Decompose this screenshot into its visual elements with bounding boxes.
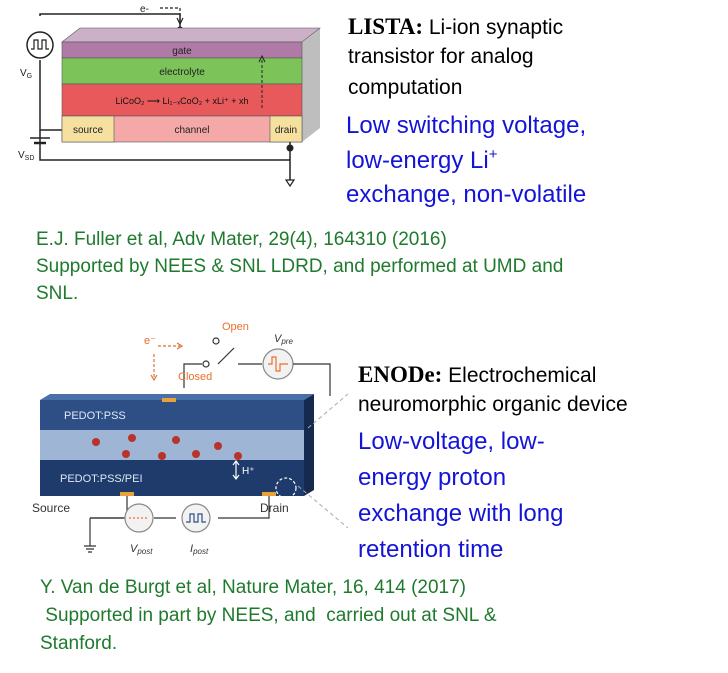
pedot-bottom-label: PEDOT:PSS/PEI bbox=[60, 473, 143, 485]
open-label: Open bbox=[222, 321, 249, 333]
drain-label: drain bbox=[275, 125, 297, 136]
enode-diagram: Open Closed Vpre e⁻ PEDOT:PSS PEDOT:PSS/… bbox=[32, 321, 349, 556]
source-label: source bbox=[73, 125, 103, 136]
ground-symbol bbox=[284, 179, 296, 188]
pedot-top-layer bbox=[40, 400, 304, 430]
lista-highlight-line-3: exchange, non-volatile bbox=[346, 181, 587, 208]
electrolyte-gap bbox=[40, 430, 304, 460]
lista-highlight-line-2: low-energy Li+ bbox=[346, 146, 498, 174]
vpre-source-icon bbox=[262, 348, 294, 380]
ipost-meter-icon bbox=[181, 503, 211, 533]
lista-citation-line-2: Supported by NEES & SNL LDRD, and perfor… bbox=[36, 256, 564, 277]
enode-ground-icon bbox=[84, 545, 96, 553]
lista-citation-line-1: E.J. Fuller et al, Adv Mater, 29(4), 164… bbox=[36, 229, 447, 250]
vsd-label: VSD bbox=[18, 150, 34, 162]
enode-title: ENODe: Electrochemical bbox=[358, 362, 596, 388]
vpost-label: Vpost bbox=[130, 543, 153, 556]
enode-source-label: Source bbox=[32, 501, 70, 515]
enode-title-bold: ENODe: bbox=[358, 362, 443, 387]
lista-gate-wire bbox=[39, 13, 181, 30]
enode-citation-line-1: Y. Van de Burgt et al, Nature Mater, 16,… bbox=[40, 577, 467, 598]
lista-highlight-line-1: Low switching voltage, bbox=[346, 112, 587, 139]
vg-label: VG bbox=[20, 68, 32, 80]
closed-label: Closed bbox=[178, 371, 212, 383]
enode-citation-line-2: Supported in part by NEES, and carried o… bbox=[40, 605, 497, 626]
gate-label: gate bbox=[172, 46, 192, 57]
enode-citation-line-3: Stanford. bbox=[40, 633, 118, 654]
switch-icon bbox=[217, 347, 235, 365]
pedot-top-label: PEDOT:PSS bbox=[64, 410, 126, 422]
lista-electron-label: e- bbox=[140, 4, 149, 15]
proton-label: H⁺ bbox=[242, 466, 255, 477]
enode-highlight-line-4: retention time bbox=[358, 536, 504, 563]
electrolyte-label: electrolyte bbox=[159, 67, 205, 78]
reaction-label: LiCoO₂ ⟶ Li₁₋ₓCoO₂ + xLi⁺ + xh bbox=[116, 96, 249, 106]
pedot-bottom-layer bbox=[40, 460, 304, 496]
channel-label: channel bbox=[174, 125, 209, 136]
enode-highlight-line-2: energy proton bbox=[358, 464, 507, 491]
enode-title-rest: Electrochemical bbox=[448, 364, 597, 387]
source-contact bbox=[61, 115, 115, 143]
lista-drain-wire bbox=[39, 130, 291, 180]
ipost-label: Ipost bbox=[190, 543, 209, 556]
proton-particles bbox=[92, 434, 242, 460]
lista-diagram: e- VG VSD gate electrolyte LiCoO₂ ⟶ Li₁₋… bbox=[18, 4, 321, 188]
lista-title: LISTA: Li-ion synaptic bbox=[348, 14, 563, 40]
enode-drain-label: Drain bbox=[260, 501, 289, 515]
lista-title-line-2: transistor for analog bbox=[348, 45, 534, 68]
enode-electron-label: e⁻ bbox=[144, 335, 156, 347]
clock-source-icon bbox=[26, 31, 54, 59]
enode-title-line-2: neuromorphic organic device bbox=[358, 393, 628, 416]
enode-highlight-line-3: exchange with long bbox=[358, 500, 564, 527]
drain-contact bbox=[269, 115, 303, 143]
lista-citation-line-3: SNL. bbox=[36, 283, 79, 304]
enode-highlight-line-1: Low-voltage, low- bbox=[358, 428, 545, 455]
lista-title-bold: LISTA: bbox=[348, 14, 423, 39]
lista-title-line-1: Li-ion synaptic bbox=[428, 16, 564, 39]
lista-title-line-3: computation bbox=[348, 76, 463, 99]
vpre-label: Vpre bbox=[274, 333, 293, 346]
